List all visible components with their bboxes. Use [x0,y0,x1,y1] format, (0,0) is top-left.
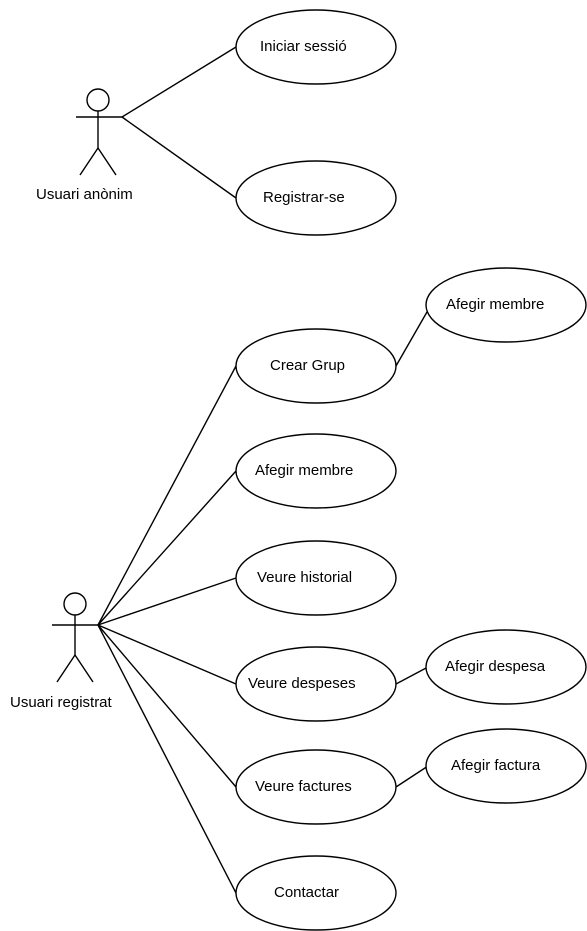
use-case-label-afegir-factura: Afegir factura [451,757,541,774]
use-case-contactar [235,855,397,931]
use-case-afegir-membre [235,433,397,509]
use-case-veure-despeses [235,646,397,722]
use-case-label-veure-despeses: Veure despeses [248,675,356,692]
use-case-label-afegir-membre-grup: Afegir membre [446,296,545,313]
actor-registered-figure [52,592,98,683]
use-case-afegir-membre-grup [425,267,587,343]
assoc-reg-contactar [97,624,237,894]
use-case-label-afegir-membre: Afegir membre [255,462,354,479]
assoc-reg-despeses [97,624,237,685]
use-case-registrar-se [235,160,397,236]
use-case-label-iniciar-sessio: Iniciar sessió [260,38,347,55]
use-case-iniciar-sessio [235,9,397,85]
use-case-veure-factures [235,749,397,825]
use-case-crear-grup [235,328,397,404]
assoc-reg-afegir-membre [97,470,237,626]
assoc-anon-iniciar [121,46,237,118]
assoc-crear-grup-afegir-membre [395,304,432,367]
assoc-anon-registrar [121,116,237,199]
assoc-despeses-afegir-despesa [395,666,429,685]
use-case-label-veure-historial: Veure historial [257,569,353,586]
assoc-reg-crear-grup [97,365,237,626]
actor-registered-label: Usuari registrat [10,694,112,711]
use-case-label-contactar: Contactar [274,884,340,901]
actor-anonymous-label: Usuari anònim [36,186,133,203]
assoc-factures-afegir-factura [395,765,429,788]
actor-anonymous-figure [76,88,122,176]
use-case-label-crear-grup: Crear Grup [270,357,346,374]
use-case-label-registrar-se: Registrar-se [263,189,345,206]
assoc-reg-historial [97,577,237,626]
use-case-afegir-factura [425,728,587,804]
use-case-label-afegir-despesa: Afegir despesa [445,658,546,675]
assoc-reg-factures [97,624,237,788]
use-case-afegir-despesa [425,629,587,705]
use-case-veure-historial [235,540,397,616]
use-case-label-veure-factures: Veure factures [255,778,352,795]
